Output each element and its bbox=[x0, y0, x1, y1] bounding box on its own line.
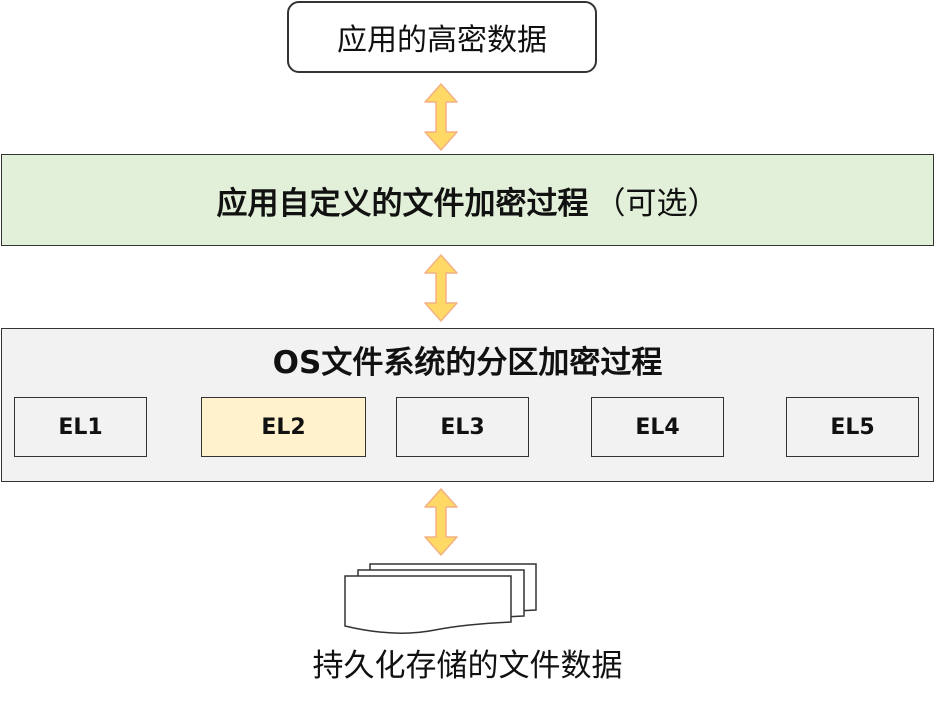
encryption-level-el4: EL4 bbox=[591, 397, 724, 457]
app-data-label: 应用的高密数据 bbox=[337, 23, 547, 58]
encryption-level-el2: EL2 bbox=[201, 397, 366, 457]
encryption-level-label: EL3 bbox=[440, 414, 485, 440]
encryption-level-label: EL1 bbox=[58, 414, 103, 440]
double-arrow-vertical-icon bbox=[424, 488, 458, 556]
encryption-level-label: EL2 bbox=[261, 414, 306, 440]
app-data-box: 应用的高密数据 bbox=[287, 1, 597, 73]
encryption-level-el3: EL3 bbox=[396, 397, 529, 457]
encryption-level-el5: EL5 bbox=[786, 397, 919, 457]
document-stack-icon bbox=[344, 563, 537, 634]
encryption-level-label: EL4 bbox=[635, 414, 680, 440]
os-encryption-layer: OS文件系统的分区加密过程 EL1 EL2 EL3 EL4 EL5 bbox=[1, 328, 934, 482]
encryption-level-label: EL5 bbox=[830, 414, 875, 440]
double-arrow-vertical-icon bbox=[424, 83, 458, 151]
app-encryption-optional-note: （可选） bbox=[594, 185, 719, 222]
app-encryption-title: 应用自定义的文件加密过程 bbox=[216, 185, 589, 222]
app-encryption-layer: 应用自定义的文件加密过程（可选） bbox=[1, 154, 934, 246]
double-arrow-vertical-icon bbox=[424, 254, 458, 322]
persistent-storage-label: 持久化存储的文件数据 bbox=[312, 648, 623, 684]
os-encryption-title: OS文件系统的分区加密过程 bbox=[272, 345, 663, 381]
encryption-level-el1: EL1 bbox=[14, 397, 147, 457]
